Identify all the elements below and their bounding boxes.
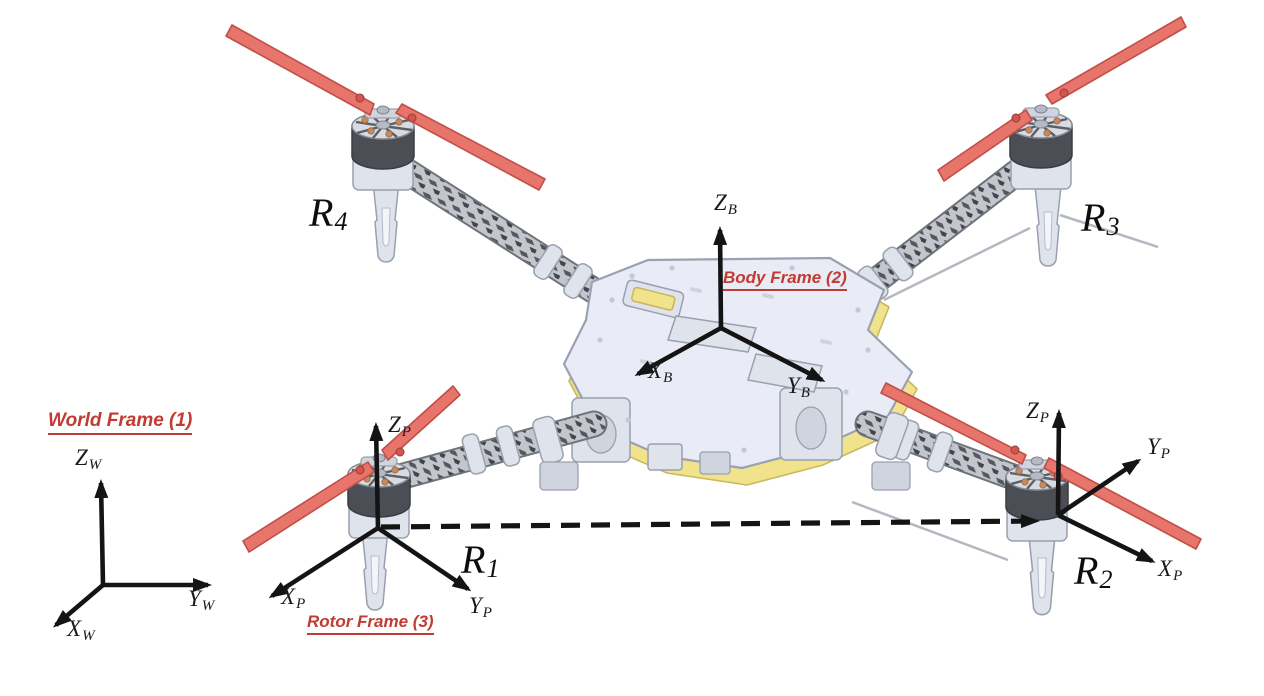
axis-letter: X	[1158, 556, 1173, 581]
propeller-rotor4	[225, 24, 546, 191]
axis-subscript: P	[1160, 446, 1170, 462]
body-z-axis-arrow	[713, 226, 728, 329]
rotor1-z-axis-arrow	[369, 422, 384, 529]
axis-subscript: W	[201, 598, 215, 614]
world-y-axis-label: YW	[188, 587, 214, 614]
right-raised-block	[747, 353, 823, 393]
motor-rotor4	[350, 104, 416, 192]
axis-subscript: B	[663, 370, 673, 386]
axis-letter: Y	[787, 373, 800, 398]
rotor1-x-axis-label: XP	[281, 585, 305, 612]
axis-letter: Z	[75, 445, 88, 470]
axis-letter: Y	[188, 586, 201, 611]
rotor2-frame-axes	[1051, 409, 1156, 564]
world-z-axis-label: ZW	[75, 446, 101, 473]
arm-rotor4	[394, 158, 610, 306]
rotor-subscript: 3	[1106, 212, 1120, 241]
rotor4-label: R4	[309, 193, 347, 235]
axis-subscript: P	[1039, 410, 1049, 426]
world-frame-axes	[52, 479, 212, 628]
axis-letter: Y	[1147, 434, 1160, 459]
propeller-rotor1	[242, 385, 461, 553]
rotor2-z-axis-arrow	[1051, 409, 1066, 516]
body-x-axis-label: XB	[648, 359, 672, 386]
axis-subscript: P	[1173, 568, 1183, 584]
rotor1-y-axis-label: YP	[469, 594, 492, 621]
rotor2-y-axis-label: YP	[1147, 435, 1170, 462]
body-x-axis-arrow	[634, 325, 723, 377]
body-frame-axes	[634, 226, 826, 383]
rotor2-x-axis-label: XP	[1158, 557, 1182, 584]
arm-rotor2	[854, 410, 1030, 492]
world-z-axis-arrow	[94, 479, 109, 586]
rotor1-z-axis-label: ZP	[388, 413, 411, 440]
rotor-letter: R	[309, 190, 334, 235]
world-x-axis-arrow	[52, 583, 105, 628]
rotor2-z-axis-label: ZP	[1026, 399, 1049, 426]
rotor1-x-axis-arrow	[268, 526, 380, 599]
body-frame-title: Body Frame (2)	[723, 268, 847, 291]
rotor-frame-title: Rotor Frame (3)	[307, 612, 434, 635]
rotor2-y-axis-arrow	[1056, 458, 1142, 517]
axis-letter: Z	[714, 190, 727, 215]
support-rods	[851, 213, 1159, 562]
world-x-axis-label: XW	[67, 617, 95, 644]
rotor1-frame-axes	[268, 422, 472, 599]
propeller-rotor3	[937, 16, 1187, 182]
rotor3-label: R3	[1081, 198, 1119, 240]
world-frame-title: World Frame (1)	[48, 410, 193, 435]
axis-letter: X	[648, 358, 663, 383]
rotor-subscript: 1	[486, 554, 500, 583]
arm-rotor1	[382, 410, 608, 492]
propeller-rotor2	[880, 382, 1202, 550]
axis-letter: Z	[388, 412, 401, 437]
body-y-axis-label: YB	[787, 374, 810, 401]
arm-rotor3	[850, 156, 1034, 304]
rotor-letter: R	[1074, 548, 1099, 593]
axis-letter: Z	[1026, 398, 1039, 423]
rotor-subscript: 2	[1099, 565, 1113, 594]
axis-subscript: P	[482, 605, 492, 621]
front-payload-blocks	[647, 443, 731, 475]
plate-screw-holes	[597, 265, 871, 453]
body-z-axis-label: ZB	[714, 191, 737, 218]
rotor2-x-axis-arrow	[1056, 512, 1156, 564]
rotor1-label: R1	[461, 540, 499, 582]
rotor2-label: R2	[1074, 551, 1112, 593]
rotor-subscript: 4	[334, 207, 348, 236]
axis-letter: X	[281, 584, 296, 609]
axis-subscript: P	[401, 424, 411, 440]
rotor-letter: R	[461, 537, 486, 582]
center-frame	[562, 256, 918, 486]
rotor-letter: R	[1081, 195, 1106, 240]
rotor1-y-axis-arrow	[376, 526, 472, 592]
axis-letter: X	[67, 616, 82, 641]
annotations	[52, 226, 1156, 628]
axis-subscript: B	[727, 202, 737, 218]
body-y-axis-arrow	[719, 325, 826, 383]
plate-cutout	[622, 279, 685, 319]
axis-letter: Y	[469, 593, 482, 618]
axis-subscript: P	[296, 596, 306, 612]
axis-subscript: W	[88, 457, 102, 473]
axis-subscript: W	[82, 628, 95, 644]
axis-subscript: B	[800, 385, 810, 401]
dashed-baseline-arrow	[380, 514, 1040, 530]
